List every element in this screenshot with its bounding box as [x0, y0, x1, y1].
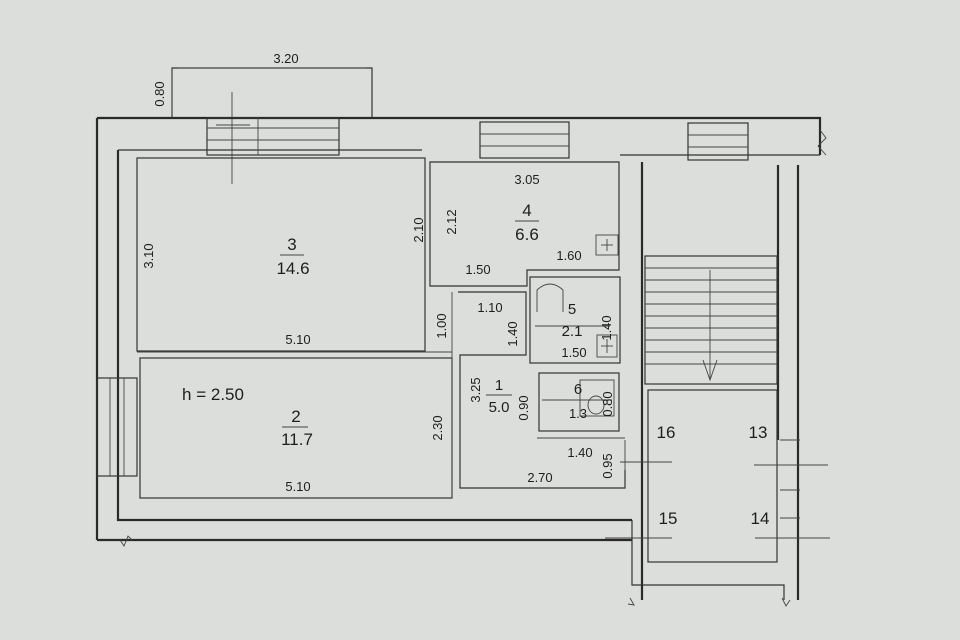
dim-room2-width: 5.10	[285, 479, 310, 494]
dim-balcony-depth: 0.80	[152, 81, 167, 106]
hall	[451, 291, 626, 498]
dim-wc-height: 0.90	[516, 395, 531, 420]
outer-walls	[95, 116, 827, 547]
windows	[96, 117, 749, 477]
dim-room4-width: 3.05	[514, 172, 539, 187]
room2-area: 11.7	[281, 430, 313, 449]
apartment-13: 13	[749, 423, 768, 442]
dim-wc-width: 0.80	[600, 391, 615, 416]
room4-area: 6.6	[515, 225, 539, 244]
ceiling-height: h = 2.50	[182, 385, 244, 404]
dim-room3-width: 5.10	[285, 332, 310, 347]
dim-corridor-height: 0.95	[600, 453, 615, 478]
dim-hall-bottom: 2.70	[527, 470, 552, 485]
dim-room4-bottom: 1.60	[556, 248, 581, 263]
room5-number: 5	[568, 301, 576, 318]
dim-bath-height-right: 1.40	[599, 315, 614, 340]
dim-balcony-width: 3.20	[273, 51, 298, 66]
room3-number: 3	[287, 235, 296, 254]
dim-hall-left: 1.00	[434, 313, 449, 338]
room-5	[529, 276, 621, 364]
room-6	[537, 372, 625, 439]
room4-number: 4	[522, 201, 531, 220]
apartment-15: 15	[659, 509, 678, 528]
dim-corridor-width: 1.40	[567, 445, 592, 460]
dim-bath-height: 1.40	[505, 321, 520, 346]
dim-hall-top: 1.50	[465, 262, 490, 277]
labels: 3.20 0.80 3.10 3 14.6 5.10 h = 2.50 2 11…	[141, 51, 769, 528]
apartment-14: 14	[751, 509, 770, 528]
dim-room4-outer: 2.10	[411, 217, 426, 242]
dim-room3-height: 3.10	[141, 243, 156, 268]
room3-area: 14.6	[276, 259, 309, 278]
dim-room4-inner: 2.12	[444, 209, 459, 234]
stairwell	[605, 162, 830, 607]
room6-area: 1.3	[569, 406, 587, 421]
room1-area: 5.0	[489, 399, 510, 416]
room2-number: 2	[291, 407, 300, 426]
dim-bath-width: 1.50	[561, 345, 586, 360]
room5-area: 2.1	[562, 323, 583, 340]
room-3	[136, 157, 426, 352]
dim-hall-height: 3.25	[468, 377, 483, 402]
dim-room2-height: 2.30	[430, 415, 445, 440]
room-4	[429, 161, 620, 287]
dim-hall-mid: 1.10	[477, 300, 502, 315]
room1-number: 1	[495, 377, 503, 394]
apartment-16: 16	[657, 423, 676, 442]
room6-number: 6	[574, 381, 582, 398]
balcony	[171, 67, 373, 184]
